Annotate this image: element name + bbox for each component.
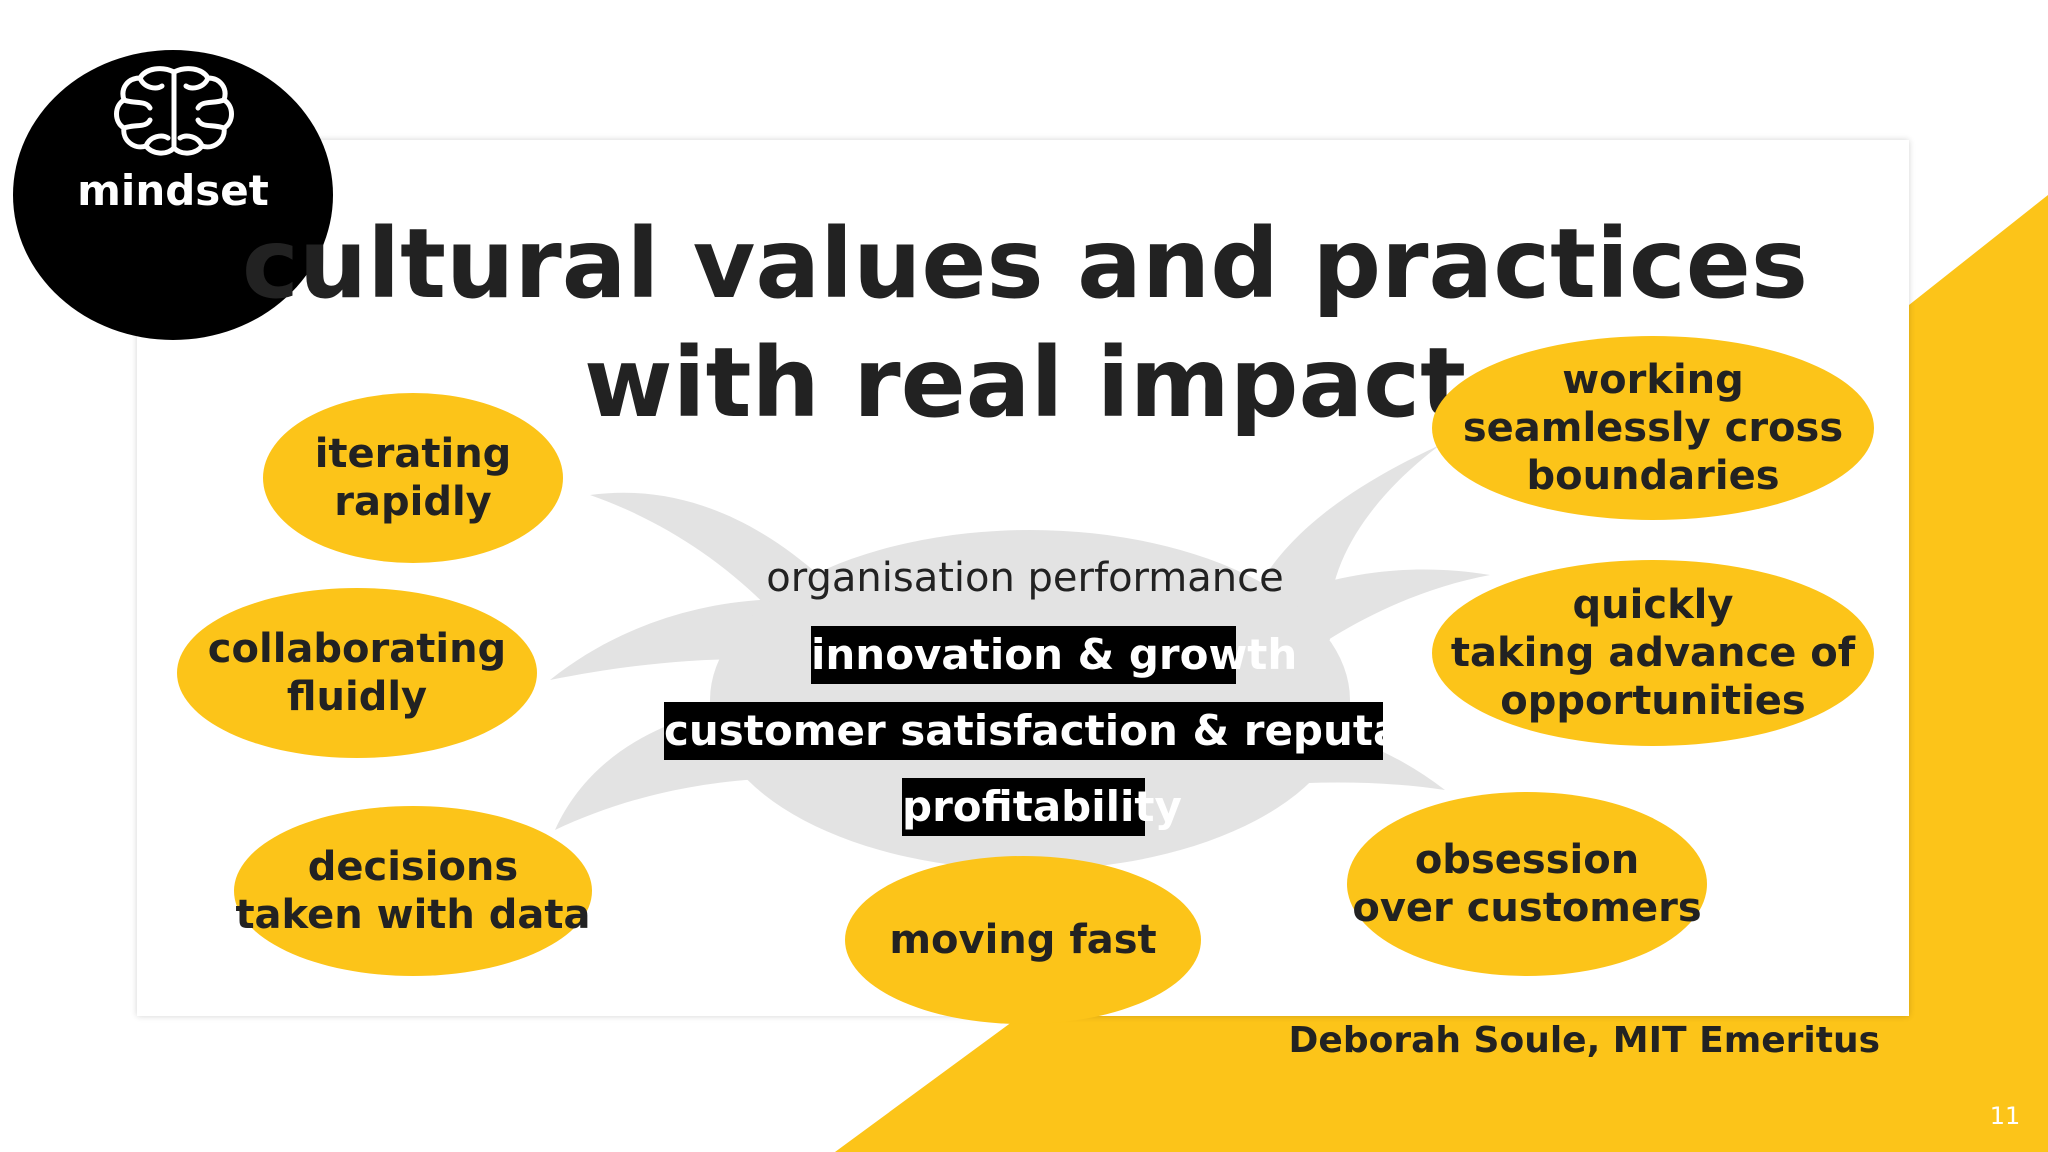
slide-title-line1: cultural values and practices <box>241 208 1809 320</box>
practice-moving-fast: moving fast <box>845 856 1201 1024</box>
practice-working-cross-boundaries: working seamlessly cross boundaries <box>1432 336 1874 520</box>
outcome-customer-satisfaction: customer satisfaction & reputation <box>664 702 1495 760</box>
outcome-innovation-growth: innovation & growth <box>811 626 1297 684</box>
practice-collaborating-fluidly: collaborating fluidly <box>177 588 537 758</box>
practice-quickly-taking-advance: quickly taking advance of opportunities <box>1432 560 1874 746</box>
practice-decisions-with-data: decisions taken with data <box>234 806 592 976</box>
outcome-profitability: profitability <box>902 778 1182 836</box>
logo-label: mindset <box>77 166 269 215</box>
brain-icon <box>114 66 234 156</box>
center-blob <box>710 530 1350 870</box>
source-credit: Deborah Soule, MIT Emeritus <box>1288 1020 1880 1061</box>
practice-iterating-rapidly: iterating rapidly <box>263 393 563 563</box>
arrow-from-boundaries <box>1240 445 1440 640</box>
page-number: 11 <box>1989 1102 2021 1130</box>
outcomes-heading: organisation performance <box>766 555 1284 601</box>
practice-obsession-over-customers: obsession over customers <box>1347 792 1707 976</box>
slide-title-line2: with real impact <box>583 327 1467 439</box>
